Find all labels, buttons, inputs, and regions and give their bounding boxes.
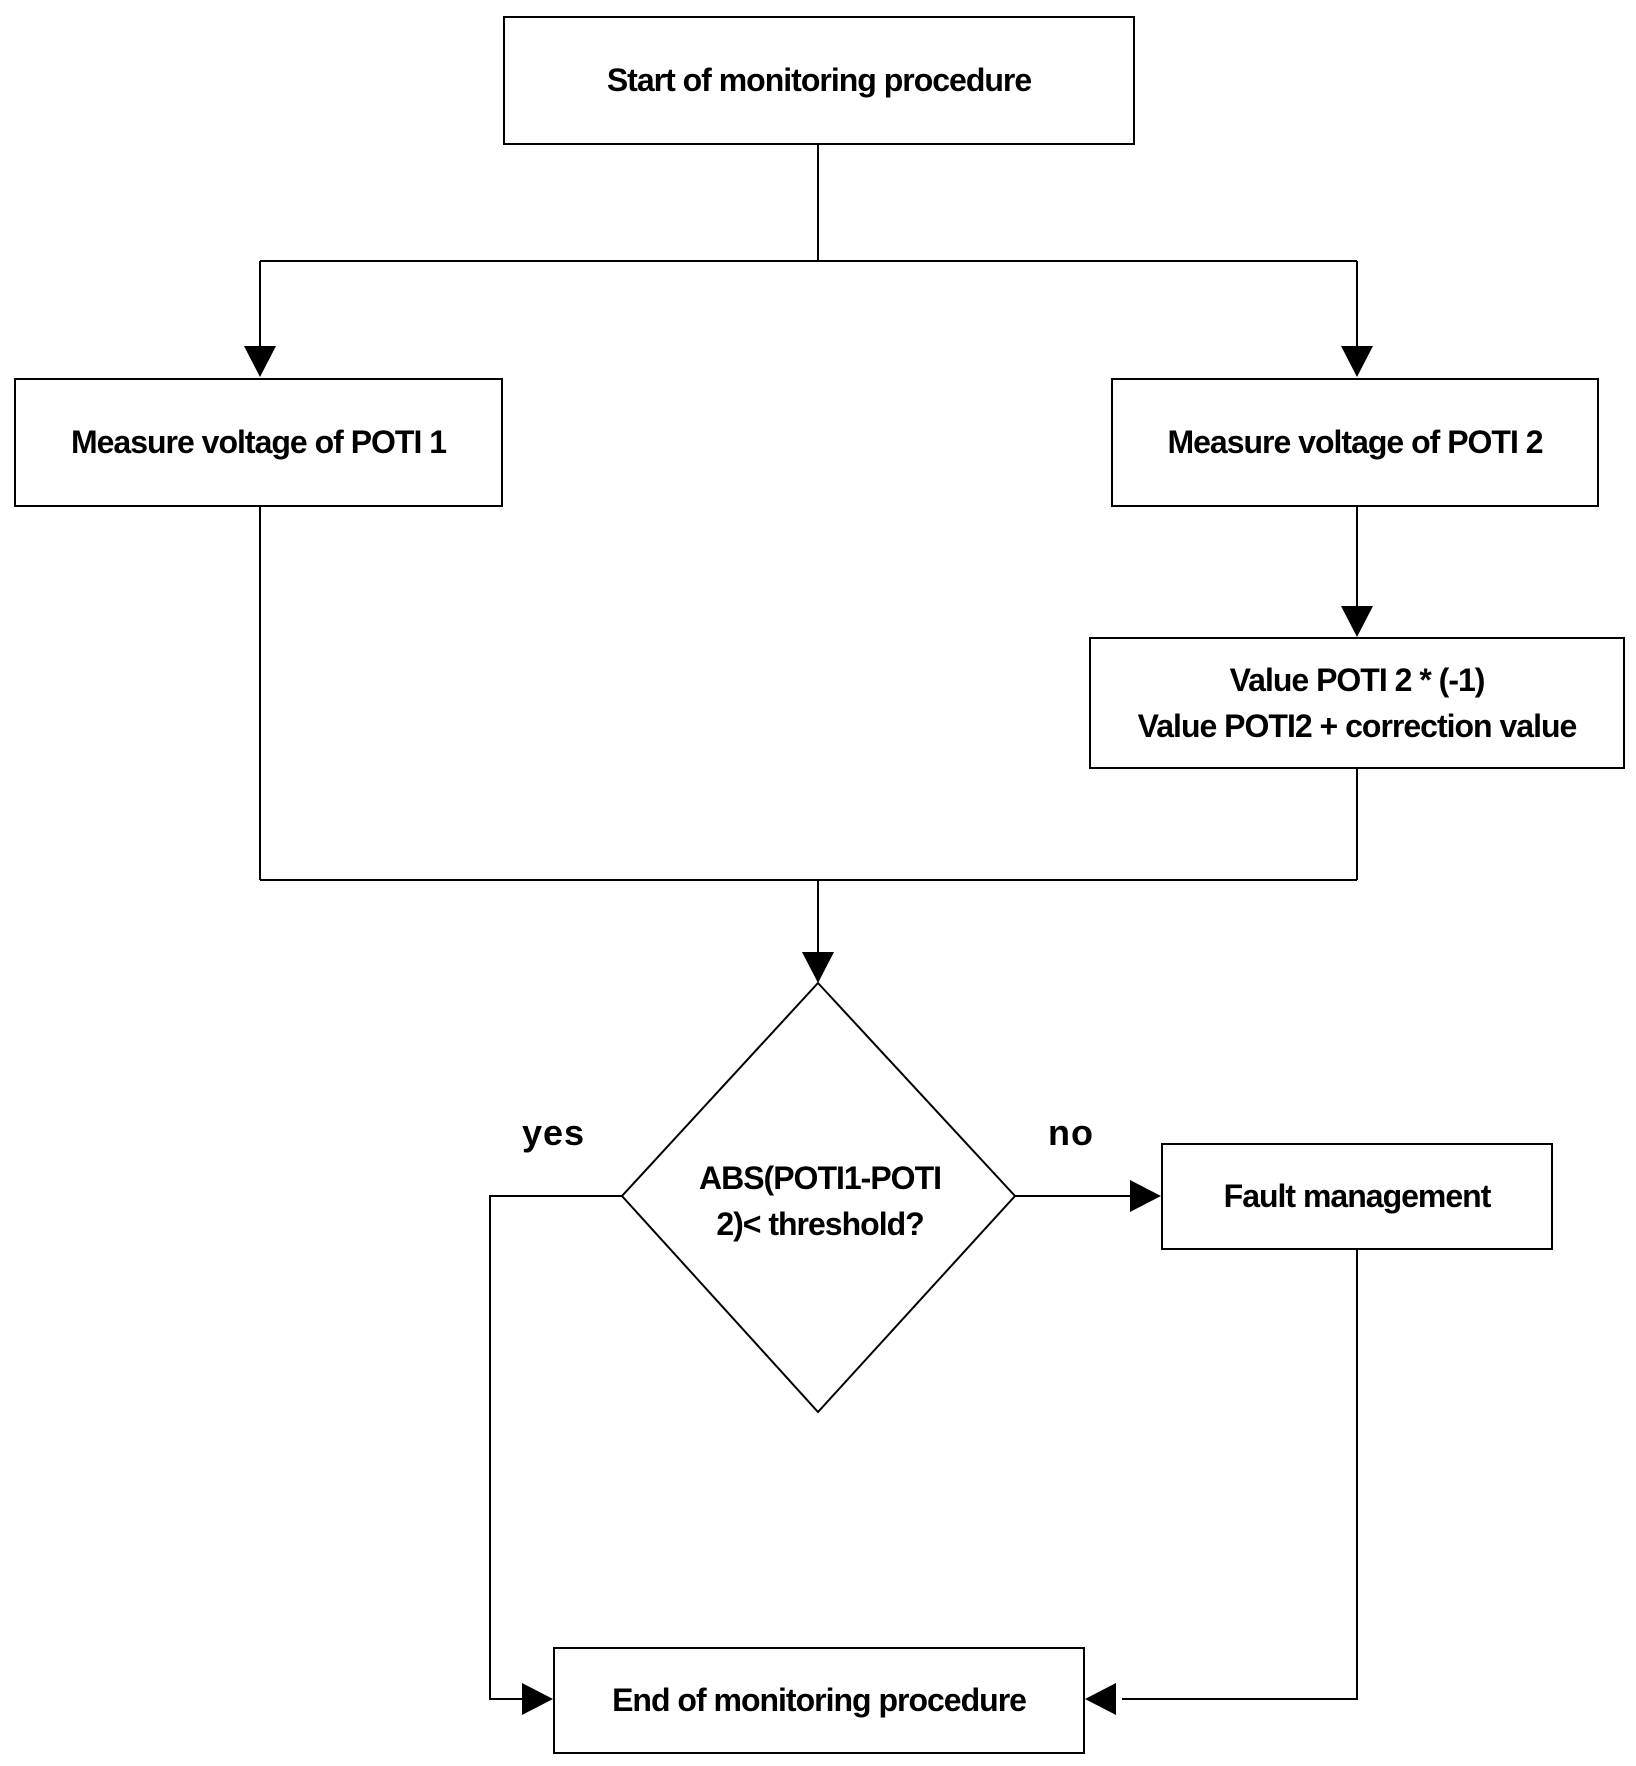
- correction-line-2: Value POTI2 + correction value: [1137, 708, 1578, 744]
- end-node: End of monitoring procedure: [553, 1647, 1085, 1754]
- yes-label: yes: [522, 1112, 586, 1153]
- arrowhead-poti1: [244, 346, 276, 377]
- measure-poti1-label: Measure voltage of POTI 1: [70, 424, 447, 461]
- connector-fault-end: [1122, 1250, 1358, 1700]
- arrowhead-end-right: [1085, 1683, 1116, 1715]
- no-label: no: [1048, 1112, 1094, 1153]
- arrowhead-decision: [802, 952, 834, 983]
- start-node: Start of monitoring procedure: [503, 16, 1135, 145]
- decision-line-1: ABS(POTI1-POTI: [698, 1160, 942, 1196]
- arrowhead-fault: [1130, 1180, 1161, 1212]
- decision-diamond: [620, 981, 1017, 1414]
- measure-poti2-label: Measure voltage of POTI 2: [1167, 424, 1543, 461]
- decision-label: ABS(POTI1-POTI 2)< threshold?: [670, 1155, 970, 1248]
- end-node-label: End of monitoring procedure: [612, 1682, 1027, 1719]
- arrowhead-end-left: [522, 1683, 553, 1715]
- fault-management-node: Fault management: [1161, 1143, 1553, 1250]
- measure-poti2-node: Measure voltage of POTI 2: [1111, 378, 1599, 507]
- arrowhead-correction: [1341, 606, 1373, 637]
- decision-line-2: 2)< threshold?: [716, 1206, 924, 1243]
- measure-poti1-node: Measure voltage of POTI 1: [14, 378, 503, 507]
- correction-line-1: Value POTI 2 * (-1): [1229, 661, 1486, 698]
- connector-decision-end: [489, 1195, 622, 1700]
- fault-management-label: Fault management: [1223, 1178, 1492, 1215]
- start-node-label: Start of monitoring procedure: [606, 62, 1032, 99]
- correction-node: Value POTI 2 * (-1) Value POTI2 + correc…: [1089, 637, 1625, 769]
- arrowhead-poti2: [1341, 346, 1373, 377]
